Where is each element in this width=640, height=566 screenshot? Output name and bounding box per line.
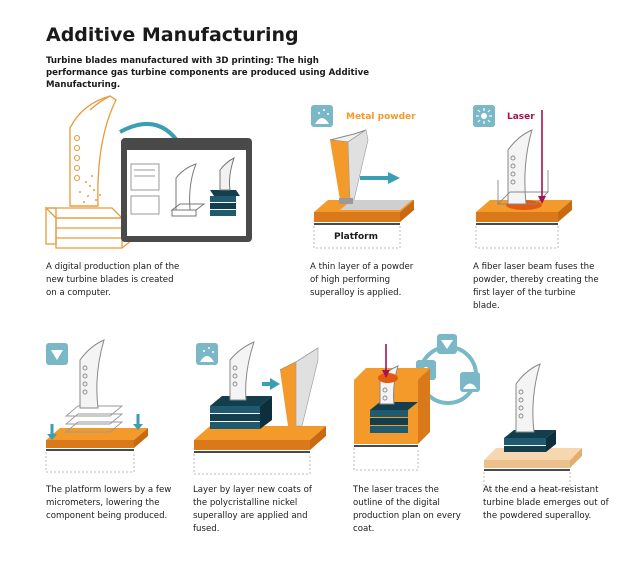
step4-illustration bbox=[45, 339, 148, 473]
step2-illustration bbox=[311, 105, 414, 249]
blade-holes bbox=[73, 134, 81, 182]
page-title: Additive Manufacturing bbox=[46, 24, 299, 46]
caption-step-5: Layer by layer new coats of the polycris… bbox=[193, 485, 312, 534]
monitor bbox=[121, 138, 252, 242]
label-metal-powder: Metal powder bbox=[346, 112, 416, 122]
page-subtitle: Turbine blades manufactured with 3D prin… bbox=[46, 56, 370, 90]
caption-step-7: At the end a heat-resistant turbine blad… bbox=[483, 485, 609, 521]
caption-step-3: A fiber laser beam fuses the powder, the… bbox=[473, 262, 599, 311]
powder-dots bbox=[79, 175, 101, 203]
powder-icon bbox=[311, 105, 333, 127]
caption-step-6: The laser traces the outline of the digi… bbox=[353, 485, 461, 534]
step3-illustration bbox=[473, 105, 572, 249]
step6-illustration bbox=[353, 334, 480, 471]
step5-illustration bbox=[193, 341, 326, 475]
caption-step-2: A thin layer of a powder of high perform… bbox=[310, 262, 414, 298]
turbine-blade-outline bbox=[44, 95, 133, 249]
powder-icon bbox=[196, 343, 218, 365]
label-platform: Platform bbox=[334, 232, 378, 242]
label-laser: Laser bbox=[507, 112, 535, 122]
caption-step-1: A digital production plan of the new tur… bbox=[46, 262, 180, 298]
caption-step-4: The platform lowers by a few micrometers… bbox=[46, 485, 172, 521]
step1-illustration bbox=[44, 95, 252, 249]
step7-illustration bbox=[483, 363, 582, 491]
